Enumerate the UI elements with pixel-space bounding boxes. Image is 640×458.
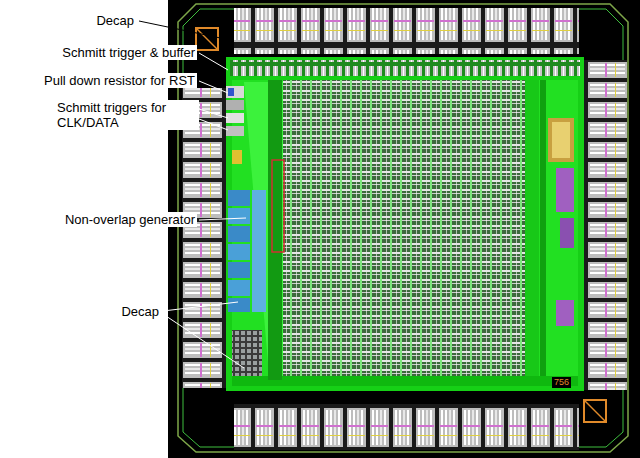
- leader-line: [163, 302, 238, 311]
- callout-label: Decap: [119, 304, 161, 319]
- leader-line: [199, 119, 228, 130]
- callout-label: Schmitt triggers for CLK/DATA: [55, 100, 199, 130]
- leader-line: [163, 314, 244, 368]
- layout-number: 756: [552, 377, 571, 388]
- leader-line: [199, 218, 246, 220]
- leader-line: [199, 81, 228, 93]
- callout-label: Pull down resistor for RST: [42, 73, 197, 88]
- callout-label: Non-overlap generator: [63, 212, 197, 227]
- leader-line: [199, 53, 228, 70]
- leader-line: [139, 21, 230, 40]
- leader-line: [199, 109, 228, 118]
- callout-label: Decap: [94, 13, 136, 28]
- callout-label: Schmitt trigger & buffer: [60, 45, 197, 60]
